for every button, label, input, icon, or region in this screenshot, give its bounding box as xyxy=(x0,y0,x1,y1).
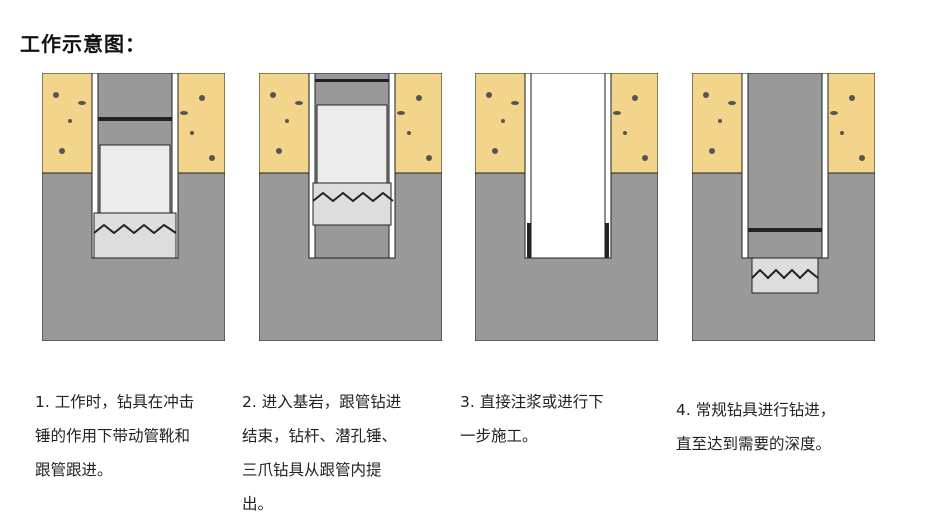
step-2-illustration xyxy=(259,73,442,341)
caption-step-4: 4. 常规钻具进行钻进， 直至达到需要的深度。 xyxy=(676,393,835,461)
caption-step-4-line-2: 直至达到需要的深度。 xyxy=(676,435,832,453)
diagram-panel-step-3 xyxy=(475,73,658,341)
caption-step-1-line-3: 跟管跟进。 xyxy=(35,461,113,479)
caption-step-1-line-1: 1. 工作时，钻具在冲击 xyxy=(35,393,195,411)
caption-step-2-line-3: 三爪钻具从跟管内提 xyxy=(242,461,382,479)
caption-step-4-line-1: 4. 常规钻具进行钻进， xyxy=(676,401,836,419)
caption-step-1-line-2: 锤的作用下带动管靴和 xyxy=(35,427,191,445)
caption-step-3: 3. 直接注浆或进行下 一步施工。 xyxy=(460,385,604,453)
caption-step-2: 2. 进入基岩，跟管钻进 结束，钻杆、潜孔锤、 三爪钻具从跟管内提 出。 xyxy=(242,385,401,521)
step-3-illustration xyxy=(475,73,658,341)
caption-step-2-line-2: 结束，钻杆、潜孔锤、 xyxy=(242,427,398,445)
page-title: 工作示意图： xyxy=(20,32,146,56)
caption-step-3-line-1: 3. 直接注浆或进行下 xyxy=(460,393,604,411)
step-4-illustration xyxy=(692,73,875,341)
step-1-illustration xyxy=(42,73,225,341)
diagram-panel-step-1 xyxy=(42,73,225,341)
caption-step-2-line-4: 出。 xyxy=(242,495,274,513)
diagram-panel-step-2 xyxy=(259,73,442,341)
diagram-panel-step-4 xyxy=(692,73,875,341)
caption-step-1: 1. 工作时，钻具在冲击 锤的作用下带动管靴和 跟管跟进。 xyxy=(35,385,194,487)
caption-step-3-line-2: 一步施工。 xyxy=(460,427,538,445)
caption-step-2-line-1: 2. 进入基岩，跟管钻进 xyxy=(242,393,402,411)
